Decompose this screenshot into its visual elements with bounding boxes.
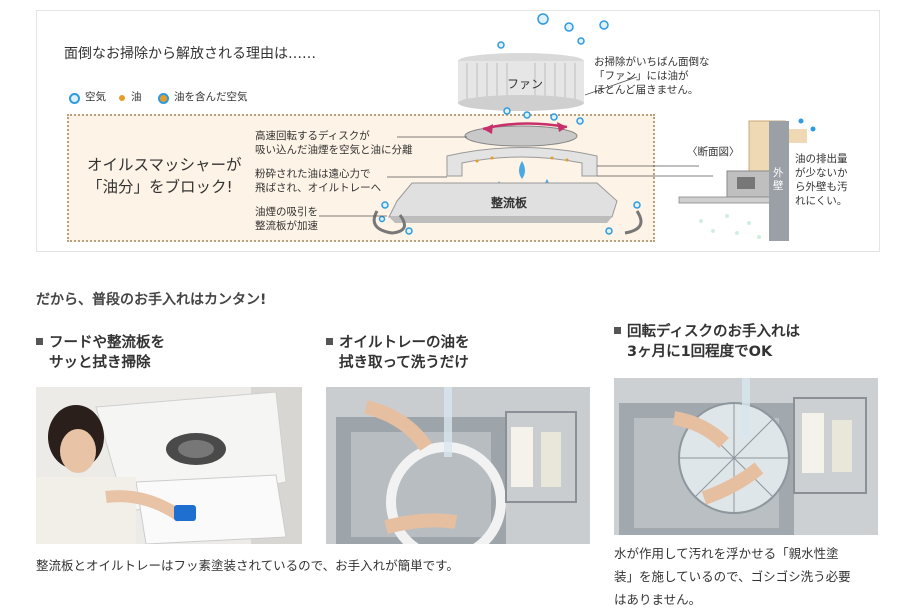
plate-note-2: 整流板が加速 xyxy=(255,220,318,232)
cross-section-illustration xyxy=(678,118,816,241)
section-label: 〈断面図〉 xyxy=(687,146,740,158)
exhaust-note-4: れにくい。 xyxy=(795,195,848,207)
fan-note-3: ほとんど届きません。 xyxy=(594,84,699,96)
column-1-title: フードや整流板を サッと拭き掃除 xyxy=(36,333,165,373)
diagram-panel: 面倒なお掃除から解放される理由は…… 空気 油 油を含んだ空気 オイルスマッシャ… xyxy=(36,10,880,252)
tray-note-2: 飛ばされ、オイルトレーへ xyxy=(255,182,382,194)
exhaust-note-1: 油の排出量 xyxy=(795,153,848,165)
column-2-title: オイルトレーの油を 拭き取って洗うだけ xyxy=(326,333,470,373)
fan-illustration xyxy=(458,53,584,111)
square-bullet-icon xyxy=(36,338,43,345)
tray-note-1: 粉砕された油は遠心力で xyxy=(255,168,371,180)
fan-note-1: お掃除がいちばん面倒な xyxy=(594,56,710,68)
person-wiping-hood-photo xyxy=(36,387,302,544)
callout-line-1: オイルスマッシャーが xyxy=(87,156,242,174)
disk-note-2: 吸い込んだ油煙を空気と油に分離 xyxy=(255,144,413,156)
fan-note-2: 「ファン」には油が xyxy=(594,70,689,82)
column-3-title: 回転ディスクのお手入れは 3ヶ月に1回程度でOK xyxy=(614,322,800,362)
legend-air-label: 空気 xyxy=(85,91,106,103)
legend-oily-air-label: 油を含んだ空気 xyxy=(174,91,248,103)
range-hood-diagram xyxy=(319,13,816,241)
exhaust-note-3: ら外壁も汚 xyxy=(795,181,848,193)
plate-note-1: 油煙の吸引を xyxy=(255,206,318,218)
wall-label: 外壁 xyxy=(773,167,784,192)
disk-note-1: 高速回転するディスクが xyxy=(255,130,370,142)
oil-drop-icon xyxy=(119,95,125,101)
section-title: だから、普段のお手入れはカンタン! xyxy=(36,292,267,308)
diagram-heading: 面倒なお掃除から解放される理由は…… xyxy=(64,46,316,62)
washing-oil-tray-photo xyxy=(326,387,590,544)
legend-oil-label: 油 xyxy=(131,91,142,103)
caption-right-2: 装」を施しているので、ゴシゴシ洗う必要 xyxy=(614,569,851,584)
oily-air-icon xyxy=(158,93,169,104)
plate-label: 整流板 xyxy=(491,196,528,210)
washing-rotating-disk-photo xyxy=(614,378,878,535)
caption-right-3: はありません。 xyxy=(614,592,702,607)
square-bullet-icon xyxy=(326,338,333,345)
air-bubble-icon xyxy=(69,93,80,104)
caption-left: 整流板とオイルトレーはフッ素塗装されているので、お手入れが簡単です。 xyxy=(36,558,459,573)
fan-label: ファン xyxy=(507,77,544,91)
square-bullet-icon xyxy=(614,327,621,334)
callout-line-2: 「油分」をブロック! xyxy=(87,178,233,196)
caption-right-1: 水が作用して汚れを浮かせる「親水性塗 xyxy=(614,546,839,561)
exhaust-note-2: が少ないか xyxy=(795,167,848,179)
